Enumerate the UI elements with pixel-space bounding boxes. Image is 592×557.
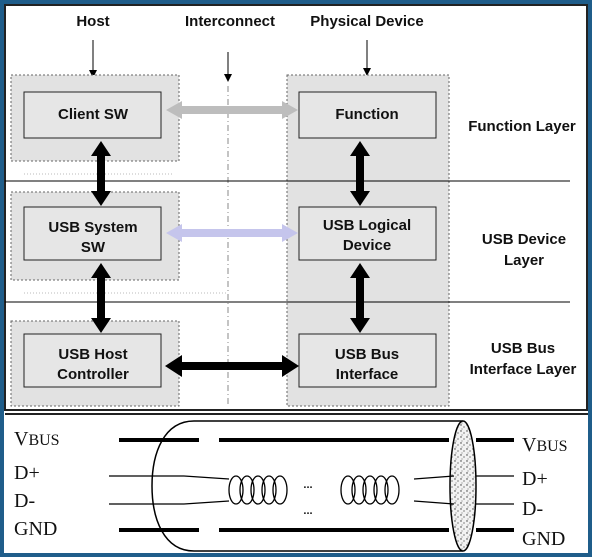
client-system-arrow <box>91 141 111 206</box>
usb-bus-interface-layer-label-line1: USB Bus <box>491 340 555 357</box>
client-function-arrow <box>166 101 298 119</box>
client-sw-box <box>23 91 162 139</box>
vbus-label-right: VBUS <box>522 434 568 456</box>
slide: Host Interconnect Physical Device Client… <box>4 4 588 553</box>
twisted-pair-right <box>340 475 400 505</box>
dplus-label-right: D+ <box>522 468 548 490</box>
function-label: Function <box>335 106 398 123</box>
function-logical-arrow <box>350 141 370 206</box>
usb-device-layer-label-line1: USB Device <box>482 231 566 248</box>
gnd-label-left: GND <box>14 518 57 540</box>
vbus-label-left: VBUS <box>14 428 60 450</box>
gnd-label-right: GND <box>522 528 565 550</box>
usb-logical-device-label-line2: Device <box>343 237 391 254</box>
system-logical-arrow <box>166 224 298 242</box>
usb-bus-interface-label-line1: USB Bus <box>335 346 399 363</box>
usb-system-sw-label-line2: SW <box>81 239 106 256</box>
usb-architecture-diagram: Host Interconnect Physical Device Client… <box>4 4 588 552</box>
header-arrows <box>89 40 371 82</box>
usb-bus-interface-layer-label-line2: Interface Layer <box>470 361 577 378</box>
dplus-wire <box>109 475 514 480</box>
system-controller-arrow <box>91 263 111 333</box>
function-box <box>298 91 437 139</box>
twisted-pair-ellipsis: ... <box>303 505 312 517</box>
usb-logical-device-box <box>298 206 437 261</box>
column-header-host: Host <box>76 13 109 30</box>
column-header-interconnect: Interconnect <box>185 13 275 30</box>
twisted-pair-ellipsis: ... <box>303 479 312 491</box>
usb-bus-interface-label-line2: Interface <box>336 366 399 383</box>
usb-host-controller-label-line2: Controller <box>57 366 129 383</box>
controller-bus-interface-arrow <box>165 355 299 377</box>
dminus-label-left: D- <box>14 490 35 512</box>
cable-end-cross-section <box>449 420 477 552</box>
usb-system-sw-label-line1: USB System <box>48 219 137 236</box>
dminus-wire <box>109 500 514 505</box>
dminus-label-right: D- <box>522 498 543 520</box>
twisted-pair-left <box>228 475 288 505</box>
dplus-label-left: D+ <box>14 462 40 484</box>
column-header-physical-device: Physical Device <box>310 13 423 30</box>
logical-bus-interface-arrow <box>350 263 370 333</box>
usb-host-controller-label-line1: USB Host <box>58 346 127 363</box>
client-sw-label: Client SW <box>58 106 129 123</box>
usb-system-sw-box <box>23 206 162 261</box>
cable-body <box>151 420 463 552</box>
usb-host-controller-box <box>23 333 162 388</box>
diagram-frame <box>4 4 588 411</box>
usb-logical-device-label-line1: USB Logical <box>323 217 411 234</box>
function-layer-label: Function Layer <box>468 118 576 135</box>
usb-bus-interface-box <box>298 333 437 388</box>
usb-device-layer-label-line2: Layer <box>504 252 544 269</box>
